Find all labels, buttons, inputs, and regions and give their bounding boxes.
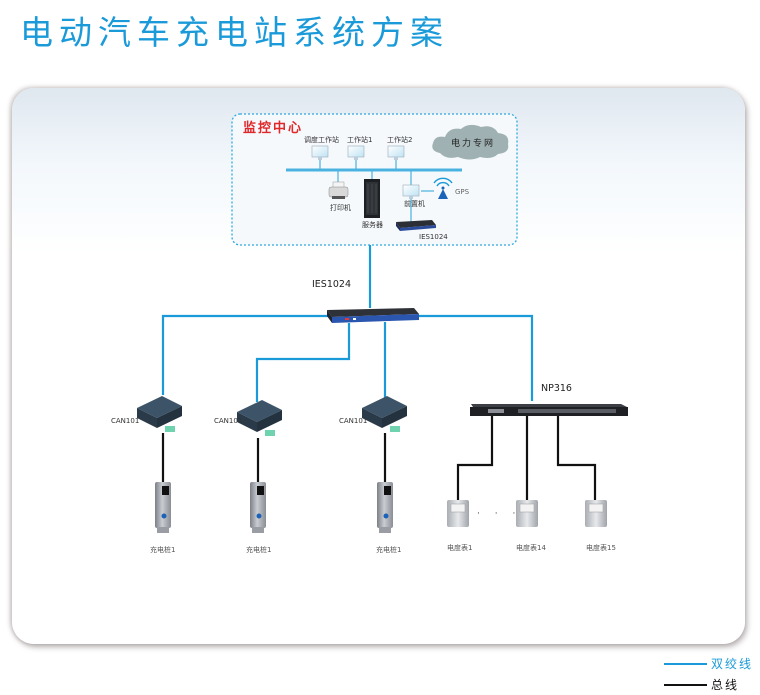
energy-meter-14-label: 电度表14 (516, 544, 546, 552)
main-switch-ies1024-icon (327, 308, 419, 323)
page-title: 电动汽车充电站系统方案 (20, 13, 449, 52)
twisted-pair-line-4 (418, 314, 534, 401)
legend-twisted-pair-label: 双绞线 (711, 657, 754, 671)
dispatch-workstation-label: 调度工作站 (304, 136, 339, 144)
energy-meter-14-icon (516, 500, 538, 527)
legend-twisted-pair-line (664, 662, 707, 665)
energy-meter-15-icon (585, 500, 607, 527)
server-label: 服务器 (362, 221, 383, 229)
legend-bus-line (664, 683, 707, 686)
legend-bus-label: 总线 (711, 678, 740, 692)
workstation-2-icon (387, 145, 405, 160)
private-network-label: 电力专网 (451, 139, 496, 149)
legend-bus: 总线 (664, 676, 739, 693)
inner-switch-ies1024-icon (396, 220, 436, 231)
dispatch-workstation-icon (311, 145, 329, 160)
inner-switch-label: IES1024 (419, 233, 448, 241)
can-converter-3-icon (362, 396, 407, 432)
printer-icon (328, 181, 349, 199)
printer-label: 打印机 (330, 204, 351, 212)
charging-pile-2-label: 充电桩1 (246, 546, 272, 554)
workstation-2-label: 工作站2 (387, 136, 413, 144)
frontend-computer-label: 前置机 (404, 200, 425, 208)
energy-meter-1-label: 电度表1 (447, 544, 473, 552)
gps-label: GPS (455, 188, 470, 196)
np316-serial-server-icon (470, 404, 628, 416)
energy-meter-15-label: 电度表15 (586, 544, 616, 552)
charging-pile-2-icon (250, 482, 266, 533)
charging-pile-3-icon (377, 482, 393, 533)
charging-pile-1-label: 充电桩1 (150, 546, 176, 554)
can-converter-2-icon (237, 400, 282, 436)
np316-label: NP316 (541, 383, 572, 394)
frontend-computer-icon (402, 184, 420, 199)
twisted-pair-line-2 (255, 323, 351, 402)
private-network-cloud-icon (432, 124, 509, 160)
bus-line-meter-15 (556, 416, 597, 500)
can-converter-2-label: CAN101 (214, 417, 243, 425)
workstation-1-icon (347, 145, 365, 160)
charging-pile-3-label: 充电桩1 (376, 546, 402, 554)
twisted-pair-line-1 (161, 314, 330, 395)
can-converter-3-label: CAN101 (339, 417, 368, 425)
main-switch-label: IES1024 (312, 279, 352, 290)
monitoring-center-label: 监控中心 (243, 121, 304, 136)
can-converter-1-icon (137, 396, 182, 432)
workstation-1-label: 工作站1 (347, 136, 373, 144)
meters-ellipsis: · · · (477, 509, 522, 519)
legend-twisted-pair: 双绞线 (664, 655, 753, 672)
can-converter-1-label: CAN101 (111, 417, 140, 425)
bus-line-meter-1 (456, 416, 494, 500)
charging-pile-1-icon (155, 482, 171, 533)
server-rack-icon (364, 179, 380, 218)
energy-meter-1-icon (447, 500, 469, 527)
gps-antenna-icon (433, 177, 453, 199)
